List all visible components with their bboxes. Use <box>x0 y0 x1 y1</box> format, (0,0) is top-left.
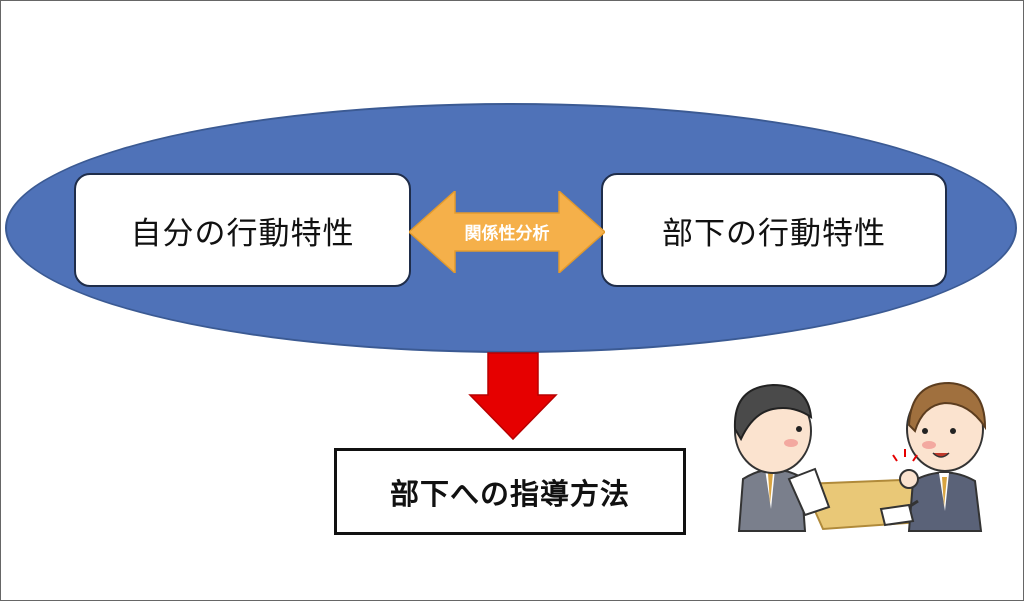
guidance-method-label: 部下への指導方法 <box>389 476 630 511</box>
double-arrow-icon <box>409 191 605 273</box>
self-behavior-label: 自分の行動特性 <box>130 215 355 252</box>
self-behavior-box: 自分の行動特性 <box>74 173 411 287</box>
subordinate-behavior-label: 部下の行動特性 <box>662 215 886 252</box>
guidance-method-box: 部下への指導方法 <box>334 448 686 535</box>
business-meeting-illustration <box>733 381 987 532</box>
down-arrow-icon <box>468 352 558 441</box>
subordinate-behavior-box: 部下の行動特性 <box>601 173 947 287</box>
relationship-analysis-label: 関係性分析 <box>464 223 550 244</box>
